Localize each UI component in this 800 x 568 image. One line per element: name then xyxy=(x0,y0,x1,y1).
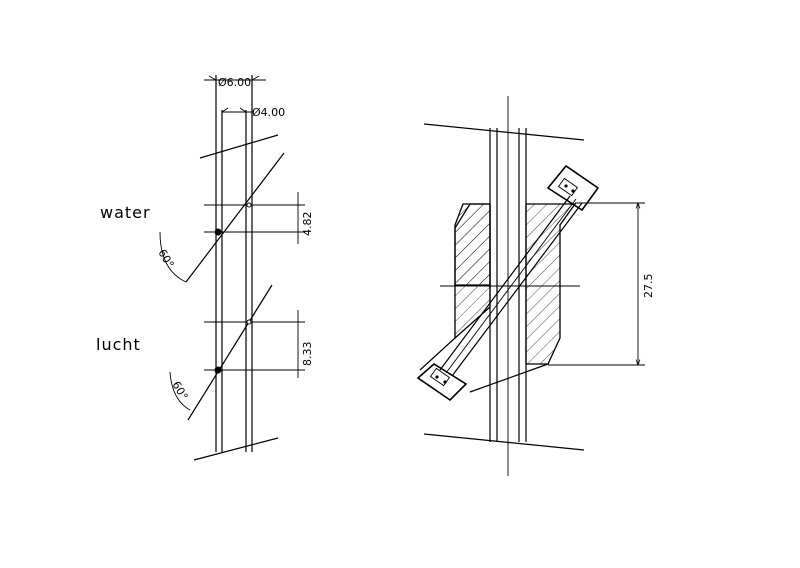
water-label: water xyxy=(100,203,151,222)
left-view: Ø6.00 Ø4.00 4.82 60° water xyxy=(96,75,314,461)
right-view: 27.5 xyxy=(416,96,655,476)
air-section: 8.33 60° lucht xyxy=(96,284,314,421)
inner-diameter-label: Ø4.00 xyxy=(252,106,285,119)
body-right-half xyxy=(525,203,577,365)
height-label: 27.5 xyxy=(642,274,655,299)
water-hole-dot xyxy=(214,228,222,236)
air-offset-label: 8.33 xyxy=(301,342,314,367)
water-section: 4.82 60° water xyxy=(100,152,314,283)
air-label: lucht xyxy=(96,335,141,354)
air-hole-dot xyxy=(214,366,222,374)
water-angle-label: 60° xyxy=(155,247,176,270)
lower-nozzle xyxy=(416,363,468,402)
air-angle-label: 60° xyxy=(169,379,190,402)
inclined-channel xyxy=(419,195,583,393)
outer-diameter-label: Ø6.00 xyxy=(218,76,251,89)
inner-diameter-dimension: Ø4.00 xyxy=(221,106,285,119)
outer-diameter-dimension: Ø6.00 xyxy=(204,75,266,89)
height-dimension: 27.5 xyxy=(548,203,655,365)
water-offset-label: 4.82 xyxy=(301,212,314,237)
upper-nozzle xyxy=(546,164,600,212)
